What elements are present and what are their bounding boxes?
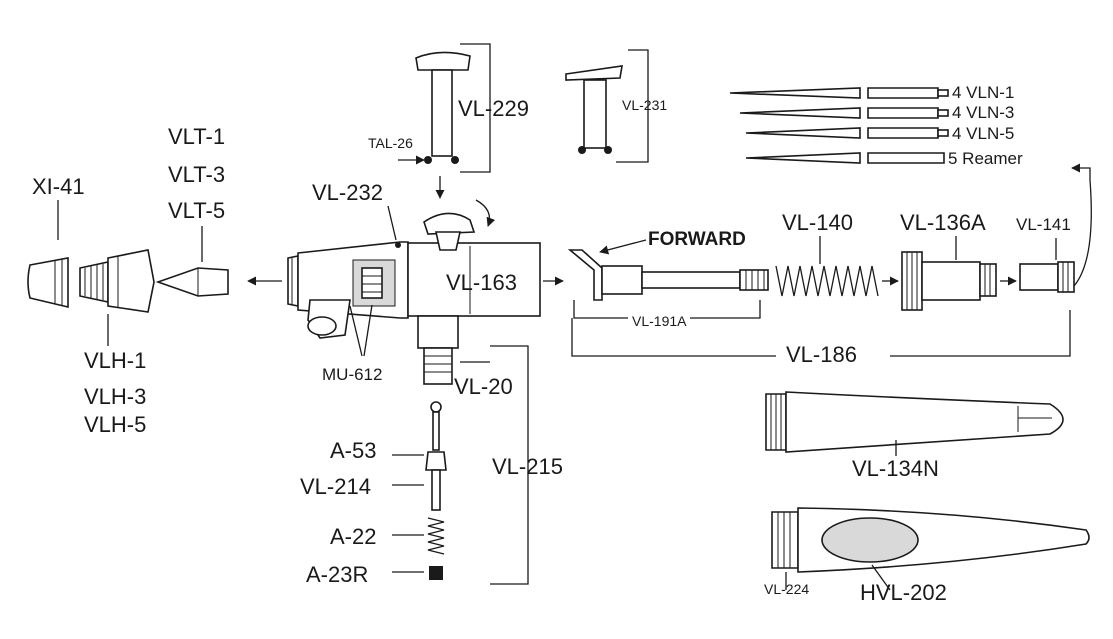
- label-vl186: VL-186: [786, 342, 857, 367]
- vl134n-handle: [765, 391, 1064, 456]
- xi41-part: [27, 200, 69, 309]
- label-vlh5: VLH-5: [84, 412, 147, 437]
- label-vl232: VL-232: [312, 180, 383, 205]
- label-hvl202: HVL-202: [860, 580, 947, 605]
- label-vl229: VL-229: [458, 96, 529, 121]
- air-valve-stack: [392, 345, 529, 585]
- label-vln1: 4 VLN-1: [952, 83, 1015, 102]
- label-vlt1: VLT-1: [168, 124, 226, 149]
- label-vlh1: VLH-1: [84, 348, 147, 373]
- hvl202-handle: [771, 507, 1090, 591]
- vlh-part: [79, 249, 155, 346]
- vl229-part: [398, 43, 491, 199]
- label-xi41: XI-41: [32, 174, 85, 199]
- label-vl231: VL-231: [622, 97, 668, 113]
- label-vlh3: VLH-3: [84, 384, 147, 409]
- label-vlt3: VLT-3: [168, 162, 226, 187]
- label-vlt5: VLT-5: [168, 198, 226, 223]
- label-vl215: VL-215: [492, 454, 563, 479]
- vl231-part: [565, 49, 649, 163]
- vl163-body: [287, 199, 541, 385]
- vl186-bracket: [571, 310, 1071, 357]
- vl140-spring: [775, 236, 879, 297]
- vl191a-part: [567, 239, 769, 319]
- label-a22: A-22: [330, 524, 377, 549]
- label-mu612: MU-612: [322, 365, 383, 384]
- label-forward: FORWARD: [648, 229, 746, 250]
- label-tal26: TAL-26: [368, 135, 413, 151]
- label-vl20: VL-20: [454, 374, 513, 399]
- label-vl136a: VL-136A: [900, 210, 986, 235]
- label-vl191a: VL-191A: [628, 314, 691, 328]
- label-vl134n: VL-134N: [852, 456, 939, 481]
- label-a53: A-53: [330, 438, 377, 463]
- label-vl141: VL-141: [1016, 215, 1071, 234]
- needles-group: [729, 87, 949, 164]
- label-vln5: 4 VLN-5: [952, 124, 1015, 143]
- label-vln3: 4 VLN-3: [952, 103, 1015, 122]
- vl136a-part: [901, 236, 997, 311]
- label-vl214: VL-214: [300, 474, 371, 499]
- label-reamer: 5 Reamer: [948, 149, 1023, 168]
- vlt-part: [155, 226, 229, 297]
- label-a23r: A-23R: [306, 562, 369, 587]
- label-vl140: VL-140: [782, 210, 853, 235]
- label-vl163: VL-163: [446, 270, 517, 295]
- label-vl224: VL-224: [764, 581, 810, 597]
- vl141-part: [1019, 163, 1092, 293]
